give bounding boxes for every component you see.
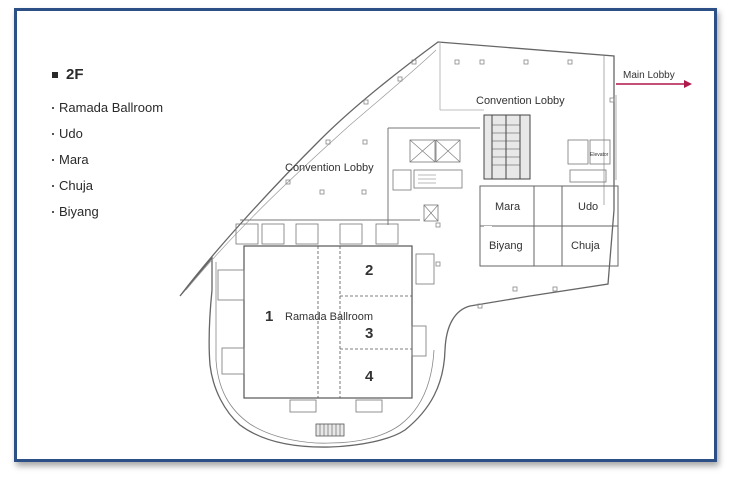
room-biyang-label: Biyang [489, 240, 523, 252]
ballroom-section-3: 3 [365, 325, 373, 342]
dot-bullet-icon [52, 211, 54, 213]
escalator [483, 114, 531, 180]
service-core [392, 139, 611, 222]
ballroom-service-rooms [217, 223, 435, 413]
legend-item: Mara [52, 147, 163, 173]
dot-bullet-icon [52, 185, 54, 187]
dot-bullet-icon [52, 133, 54, 135]
outer-wall-line [185, 49, 437, 291]
columns [285, 59, 615, 309]
room-udo-label: Udo [578, 201, 598, 213]
convention-lobby-upper-label: Convention Lobby [476, 95, 565, 107]
legend-item: Ramada Ballroom [52, 95, 163, 121]
building-outline [179, 41, 615, 448]
main-lobby-label: Main Lobby [623, 70, 675, 81]
ballroom-section-1: 1 [265, 308, 273, 325]
core-details [409, 139, 461, 222]
legend-item: Chuja [52, 173, 163, 199]
convention-lobby-lower-label: Convention Lobby [285, 162, 374, 174]
ballroom-section-4: 4 [365, 368, 374, 385]
legend-item: Udo [52, 121, 163, 147]
floor-plan-frame [14, 8, 717, 462]
room-chuja-label: Chuja [571, 240, 601, 252]
ballroom-section-2: 2 [365, 262, 373, 279]
square-bullet-icon [52, 71, 58, 78]
dot-bullet-icon [52, 159, 54, 161]
elevator-label: Elevator [590, 152, 609, 158]
legend-item: Biyang [52, 199, 163, 225]
stairs [315, 423, 345, 437]
floor-legend: 2F Ramada Ballroom Udo Mara Chuja Biyang [52, 66, 163, 225]
ballroom-label: Ramada Ballroom [285, 311, 373, 323]
room-mara-label: Mara [495, 201, 521, 213]
floor-title: 2F [52, 66, 163, 83]
ramada-ballroom [243, 245, 413, 399]
dot-bullet-icon [52, 107, 54, 109]
meeting-room-walls [479, 185, 619, 267]
floor-title-text: 2F [66, 66, 84, 83]
inner-outline [215, 262, 435, 444]
arrow-head-icon [684, 80, 692, 88]
